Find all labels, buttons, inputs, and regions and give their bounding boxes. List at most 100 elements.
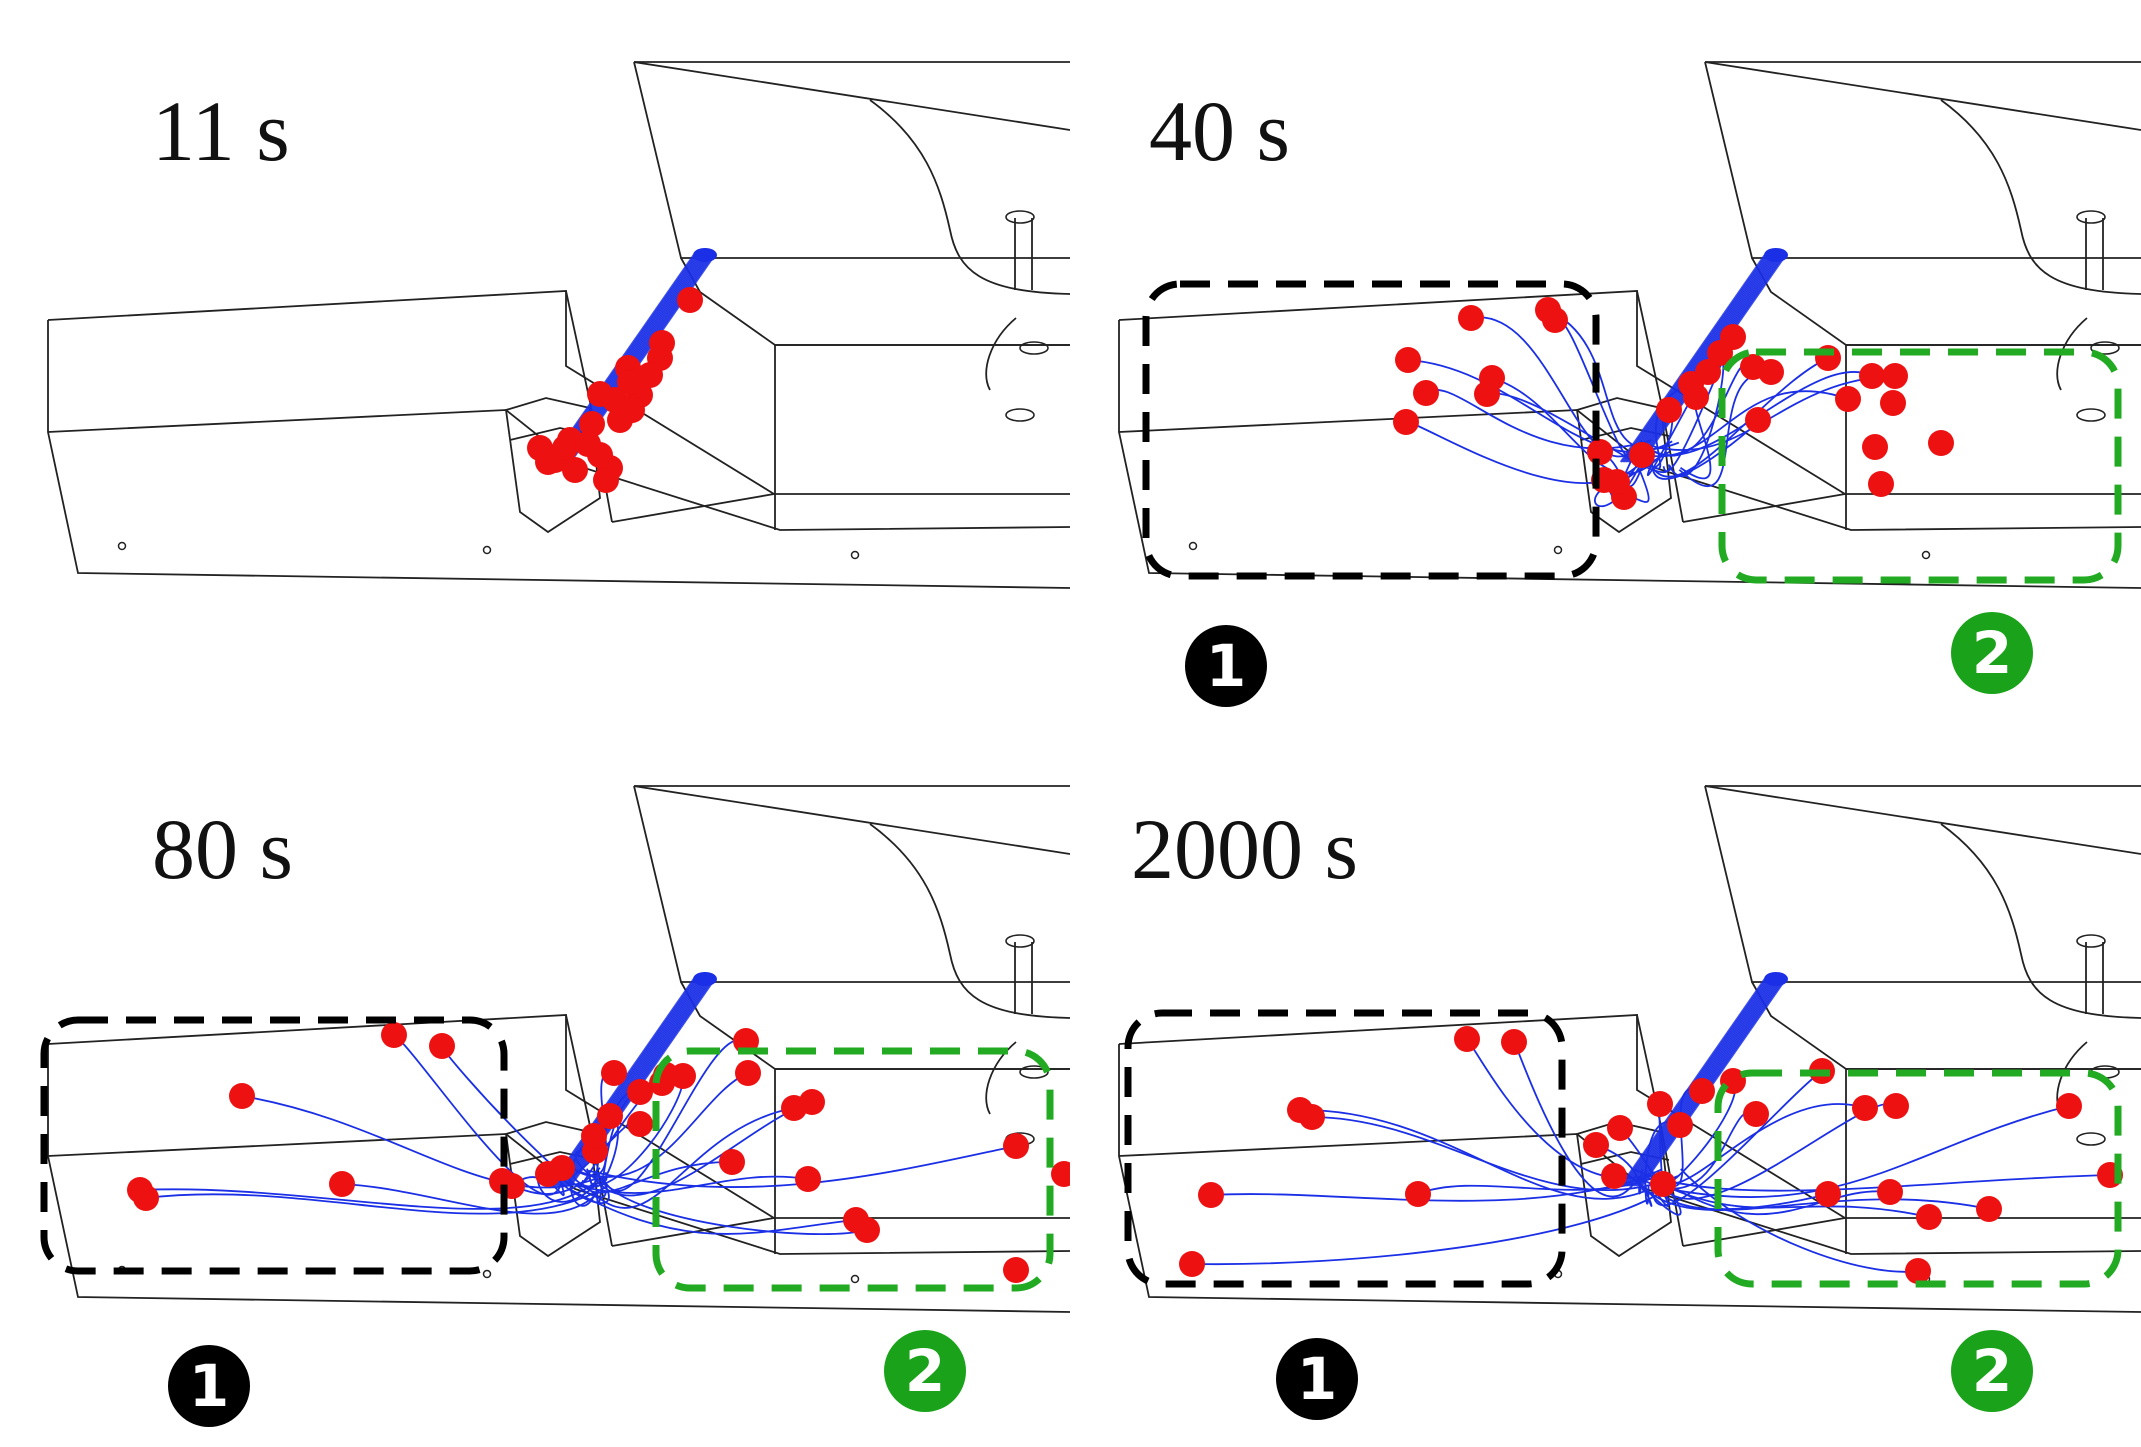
particle-marker xyxy=(1458,305,1484,331)
small-hole xyxy=(117,541,127,551)
wireframe-edge xyxy=(47,290,1070,495)
injector-outlet xyxy=(1764,972,1788,986)
injector-stream xyxy=(1627,254,1774,463)
region-2-badge: 2 xyxy=(1951,612,2033,694)
wireframe-edge xyxy=(1940,99,2141,295)
particle-marker xyxy=(579,411,605,437)
particle-marker xyxy=(1862,434,1888,460)
region-2-badge: 2 xyxy=(1951,1330,2033,1412)
particle-marker xyxy=(552,435,578,461)
wireframe-edge xyxy=(47,320,1070,589)
particle-marker xyxy=(1883,1093,1909,1119)
particle-marker xyxy=(229,1083,255,1109)
wireframe-edge xyxy=(1118,1014,2141,1219)
particle-marker xyxy=(1501,1029,1527,1055)
particle-trajectory xyxy=(1680,1168,1919,1273)
particle-layer xyxy=(527,248,717,493)
particle-marker xyxy=(619,397,645,423)
wireframe-edge xyxy=(47,1133,1070,1255)
port-ellipse xyxy=(1005,408,1035,422)
particle-marker xyxy=(799,1089,825,1115)
region-1-box xyxy=(40,1016,508,1275)
particle-marker xyxy=(1976,1196,2002,1222)
wireframe-edge xyxy=(985,317,1017,391)
particle-trajectory xyxy=(1644,1121,1681,1205)
wireframe-edge xyxy=(1636,290,1662,403)
particle-marker xyxy=(1179,1251,1205,1277)
panel-11s: 11 s xyxy=(0,0,1070,723)
wireframe-edge xyxy=(1118,290,2141,495)
injector-stream xyxy=(1626,254,1773,463)
small-hole xyxy=(1188,541,1198,551)
port-ellipse xyxy=(2076,210,2106,224)
particle-marker xyxy=(381,1022,407,1048)
particle-trajectory xyxy=(574,1149,608,1183)
particle-trajectory xyxy=(1644,1187,1990,1211)
particle-marker xyxy=(601,1060,627,1086)
particle-marker xyxy=(1859,363,1885,389)
wireframe-edge xyxy=(565,290,591,403)
particle-trajectory xyxy=(1643,383,1692,470)
injector-stream xyxy=(1623,254,1769,463)
particle-marker xyxy=(1587,439,1613,465)
particle-marker xyxy=(1393,409,1419,435)
particle-trajectory xyxy=(580,1161,733,1194)
particle-trajectory xyxy=(1631,390,1849,458)
port-ellipse xyxy=(1019,1065,1049,1079)
particle-marker xyxy=(1852,1095,1878,1121)
particle-layer xyxy=(40,972,1070,1292)
particle-marker xyxy=(735,1060,761,1086)
injector-stream xyxy=(550,978,697,1187)
particle-marker xyxy=(1395,347,1421,373)
wireframe-edge xyxy=(1704,61,2141,131)
particle-marker xyxy=(617,369,643,395)
port-ellipse xyxy=(1019,341,1049,355)
particle-marker xyxy=(1667,1112,1693,1138)
particle-marker xyxy=(1542,307,1568,333)
particle-marker xyxy=(670,1063,696,1089)
particle-trajectory xyxy=(1671,1105,2070,1198)
particle-marker xyxy=(1905,1258,1931,1284)
region-1-box xyxy=(1142,280,1600,580)
particle-marker xyxy=(581,1123,607,1149)
particle-marker xyxy=(549,1155,575,1181)
particle-trajectory xyxy=(571,1075,684,1188)
panel-2000s: 2000 s 1 2 xyxy=(1071,724,2141,1447)
injector-outlet xyxy=(1764,248,1788,262)
particle-marker xyxy=(1604,469,1630,495)
particle-marker xyxy=(795,1166,821,1192)
particle-trajectory xyxy=(603,1180,868,1235)
region-2-badge: 2 xyxy=(884,1330,966,1412)
particle-trajectory xyxy=(511,1176,565,1196)
particle-marker xyxy=(627,1111,653,1137)
injector-outlet xyxy=(693,248,717,262)
particle-marker xyxy=(637,362,663,388)
particle-trajectory xyxy=(1670,1185,1891,1216)
particle-marker xyxy=(1601,1163,1627,1189)
particle-marker xyxy=(1003,1257,1029,1283)
small-hole xyxy=(482,1269,492,1279)
injector-stream xyxy=(1632,254,1779,463)
particle-trajectory xyxy=(1646,1176,1930,1218)
particle-marker xyxy=(1695,359,1721,385)
wireframe-edge xyxy=(1682,1217,1846,1247)
particle-marker xyxy=(597,1103,623,1129)
port-ellipse xyxy=(2076,408,2106,422)
particle-trajectory xyxy=(569,1135,599,1207)
particle-marker xyxy=(133,1185,159,1211)
particle-trajectory xyxy=(1651,1070,1823,1207)
region-1-box xyxy=(1124,1009,1566,1288)
particle-marker xyxy=(1583,1132,1609,1158)
injector-stream xyxy=(556,978,703,1187)
region-2-box xyxy=(1718,348,2122,584)
particle-trajectory xyxy=(1210,1171,1663,1202)
injector-stream xyxy=(1640,978,1787,1187)
particle-marker xyxy=(1882,363,1908,389)
particle-marker xyxy=(1647,1091,1673,1117)
time-label: 11 s xyxy=(152,83,290,179)
small-hole xyxy=(850,550,860,560)
particle-marker xyxy=(1474,381,1500,407)
wireframe-edge xyxy=(633,785,1070,855)
small-hole xyxy=(482,545,492,555)
